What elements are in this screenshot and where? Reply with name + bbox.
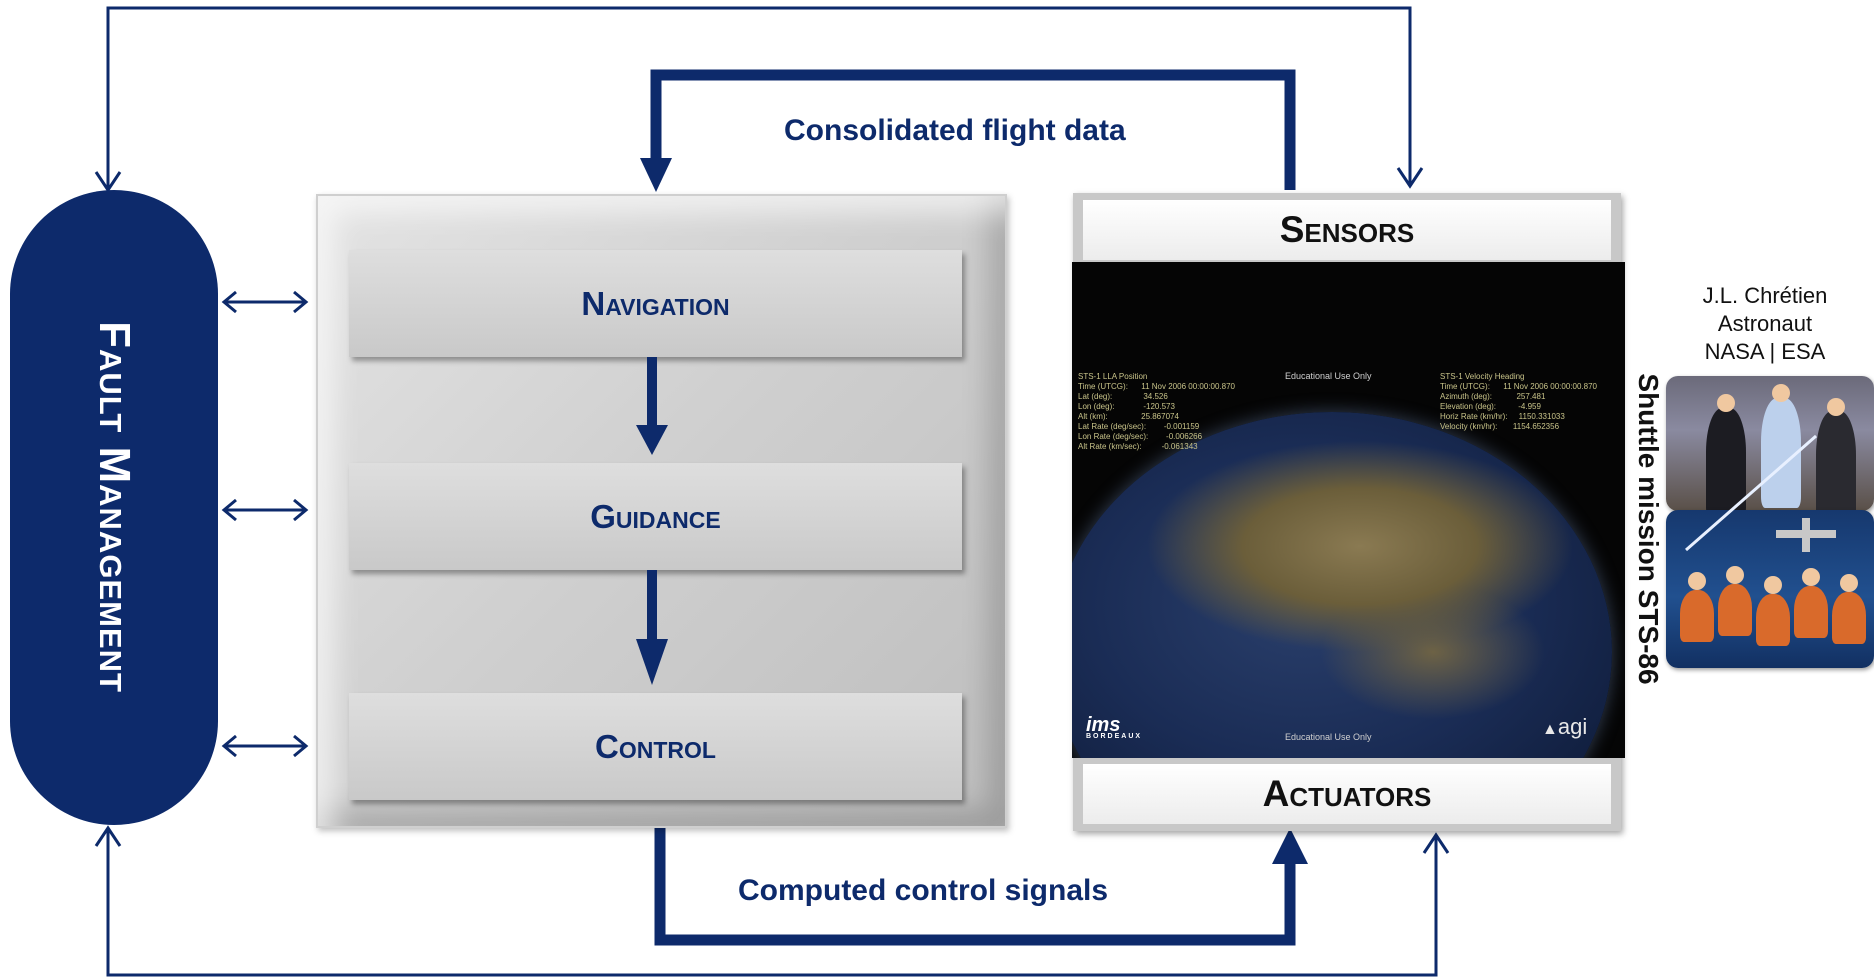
- ims-logo: ims BORDEAUX: [1086, 714, 1143, 740]
- watermark-bottom: Educational Use Only: [1285, 732, 1372, 742]
- navigation-label: Navigation: [581, 284, 730, 322]
- loop-bottom-line: [106, 830, 1438, 977]
- agi-logo: ▲agi: [1542, 714, 1588, 739]
- control-label: Control: [595, 727, 716, 765]
- computed-signal-arrowhead: [1272, 828, 1308, 864]
- astronaut-photo: [1666, 376, 1874, 511]
- astronaut-pointer-line: [1685, 434, 1817, 552]
- consolidated-flight-data-label: Consolidated flight data: [784, 114, 1126, 147]
- lla-position-readout: STS-1 LLA Position Time (UTCG): 11 Nov 2…: [1078, 372, 1235, 451]
- consolidated-data-arrowhead: [640, 158, 672, 192]
- fault-link-guidance: [221, 498, 309, 522]
- control-block: Control: [349, 693, 962, 800]
- consolidated-data-line: [650, 69, 1296, 190]
- computed-control-signals-label: Computed control signals: [738, 874, 1109, 907]
- guidance-label: Guidance: [590, 497, 721, 535]
- simulation-screen: STS-1 LLA Position Time (UTCG): 11 Nov 2…: [1072, 262, 1625, 758]
- astronaut-name: J.L. Chrétien: [1702, 283, 1828, 308]
- loop-top-arrowhead-right: [1396, 167, 1424, 189]
- fault-management-block: [10, 190, 218, 825]
- sensors-label: Sensors: [1279, 209, 1415, 250]
- shuttle-mission-label: Shuttle mission STS-86: [1633, 373, 1664, 685]
- fault-management-label: Fault Management: [90, 321, 139, 693]
- loop-bottom-arrowhead-right: [1422, 832, 1450, 854]
- actuators-label: Actuators: [1262, 773, 1432, 814]
- astronaut-agencies: NASA | ESA: [1704, 339, 1826, 364]
- earth-globe: [1072, 412, 1612, 758]
- astronaut-caption: J.L. Chrétien Astronaut NASA | ESA: [1680, 282, 1850, 366]
- guidance-block: Guidance: [349, 463, 962, 570]
- actuators-bar: Actuators: [1083, 764, 1611, 824]
- watermark-top: Educational Use Only: [1285, 371, 1372, 381]
- guidance-to-control-arrowhead: [636, 639, 668, 685]
- computed-signal-line: [654, 828, 1296, 946]
- gnc-internal-arrows: [636, 357, 668, 685]
- fault-link-navigation: [221, 290, 309, 314]
- fault-link-control: [221, 734, 309, 758]
- sensors-bar: Sensors: [1083, 200, 1611, 260]
- astronaut-role: Astronaut: [1717, 311, 1813, 336]
- velocity-heading-readout: STS-1 Velocity Heading Time (UTCG): 11 N…: [1440, 372, 1597, 431]
- navigation-block: Navigation: [349, 250, 962, 357]
- crew-photo: [1666, 510, 1874, 668]
- nav-to-guidance-arrowhead: [636, 425, 668, 455]
- loop-top-line: [106, 6, 1412, 190]
- loop-bottom-arrowhead-left: [94, 825, 122, 847]
